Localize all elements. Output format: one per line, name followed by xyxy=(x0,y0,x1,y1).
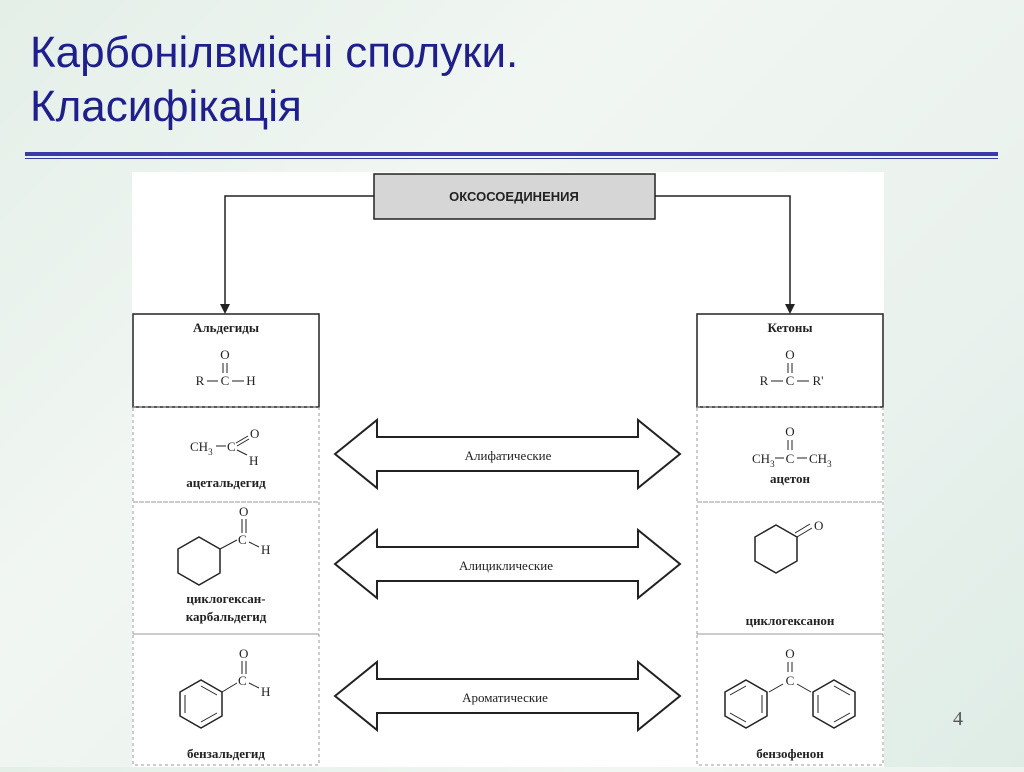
benzophenone-structure: O C xyxy=(724,646,856,729)
svg-text:O: O xyxy=(250,426,259,441)
double-arrow-alicyclic: Алициклические xyxy=(333,527,682,601)
svg-text:C: C xyxy=(221,373,230,388)
root-label: ОКСОСОЕДИНЕНИЯ xyxy=(449,189,579,204)
svg-text:H: H xyxy=(261,542,270,557)
acetone-structure: O CH3 C CH3 xyxy=(752,424,832,469)
general-aldehyde-formula: O R C H xyxy=(196,347,256,388)
title-line-1: Карбонілвмісні сполуки. xyxy=(30,28,519,77)
cyclohexanone-name: циклогексанон xyxy=(746,613,835,628)
svg-text:CH3: CH3 xyxy=(809,451,832,469)
acetone-name: ацетон xyxy=(770,471,810,486)
cyclohexanone-structure: O xyxy=(754,518,823,574)
page-number: 4 xyxy=(953,708,963,730)
general-ketone-formula: O R C R' xyxy=(760,347,824,388)
svg-text:C: C xyxy=(227,439,236,454)
root-connectors xyxy=(224,195,791,306)
aldehydes-header: Альдегиды xyxy=(193,320,259,335)
acetaldehyde-structure: CH3 C O H xyxy=(190,426,259,468)
title-line-2: Класифікація xyxy=(30,82,302,131)
svg-text:O: O xyxy=(785,347,794,362)
title-divider-thick xyxy=(25,152,998,156)
arrow-label-alicyclic: Алициклические xyxy=(459,558,553,573)
benzaldehyde-structure: C O H xyxy=(179,646,270,729)
svg-text:H: H xyxy=(249,453,258,468)
aldehydes-header-box xyxy=(132,313,320,408)
slide-title: Карбонілвмісні сполуки. Класифікація xyxy=(30,26,518,134)
svg-text:H: H xyxy=(261,684,270,699)
benzaldehyde-name: бензальдегид xyxy=(187,746,265,761)
svg-text:O: O xyxy=(785,646,794,661)
double-arrow-aromatic: Ароматические xyxy=(333,659,682,733)
svg-text:O: O xyxy=(785,424,794,439)
cyclohexanecarbaldehyde-name-2: карбальдегид xyxy=(186,609,267,624)
classification-diagram: ОКСОСОЕДИНЕНИЯ Альдегиды Кетоны O R C H … xyxy=(132,172,884,767)
ketones-header: Кетоны xyxy=(767,320,812,335)
ketones-dashed-cells xyxy=(696,406,884,766)
svg-text:R': R' xyxy=(812,373,823,388)
acetaldehyde-name: ацетальдегид xyxy=(186,475,266,490)
double-arrow-aliphatic: Алифатические xyxy=(333,417,682,491)
arrow-label-aromatic: Ароматические xyxy=(462,690,548,705)
svg-text:R: R xyxy=(196,373,205,388)
root-box xyxy=(373,173,656,220)
svg-text:C: C xyxy=(238,673,247,688)
title-divider-thin xyxy=(25,158,998,159)
benzophenone-name: бензофенон xyxy=(756,746,824,761)
arrow-label-aliphatic: Алифатические xyxy=(465,448,552,463)
connector-arrowhead-left xyxy=(220,304,230,314)
svg-text:C: C xyxy=(786,673,795,688)
aldehydes-dashed-cells xyxy=(132,406,320,766)
svg-text:C: C xyxy=(786,451,795,466)
svg-text:C: C xyxy=(786,373,795,388)
cyclohexanecarbaldehyde-name-1: циклогексан- xyxy=(186,591,265,606)
svg-text:H: H xyxy=(246,373,255,388)
svg-text:CH3: CH3 xyxy=(190,439,213,457)
svg-text:O: O xyxy=(220,347,229,362)
cyclohexanecarbaldehyde-structure: C O H xyxy=(177,504,270,586)
svg-text:O: O xyxy=(239,504,248,519)
svg-text:O: O xyxy=(814,518,823,533)
svg-text:O: O xyxy=(239,646,248,661)
svg-text:CH3: CH3 xyxy=(752,451,775,469)
svg-text:R: R xyxy=(760,373,769,388)
connector-arrowhead-right xyxy=(785,304,795,314)
svg-text:C: C xyxy=(238,532,247,547)
